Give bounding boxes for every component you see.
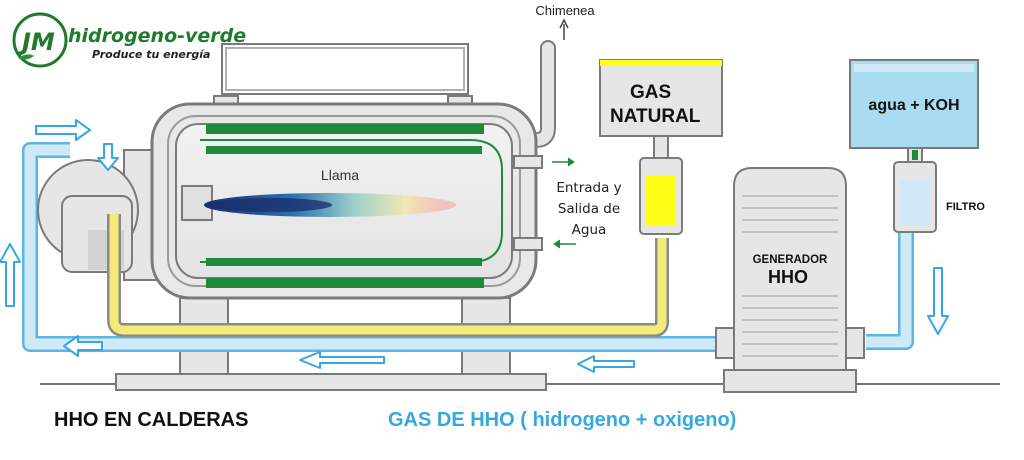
logo: JM hidrogeno-verde Produce tu energía — [12, 12, 246, 68]
gas-tank-label-line1: GAS — [630, 82, 671, 103]
caption-left: HHO EN CALDERAS — [54, 409, 248, 431]
chimney-label: Chimenea — [535, 3, 595, 18]
natural-gas-tank: GAS NATURAL — [599, 59, 723, 235]
water-label-line3: Agua — [572, 222, 607, 238]
generator-label-line2: HHO — [768, 267, 808, 287]
caption-right: GAS DE HHO ( hidrogeno + oxigeno) — [388, 409, 736, 431]
burner-housing — [37, 149, 161, 281]
filter-label: FILTRO — [946, 201, 985, 213]
water-koh-tank: agua + KOH FILTRO — [849, 59, 985, 233]
hho-pipe — [22, 142, 914, 352]
arrow-right-icon — [35, 119, 91, 141]
arrow-down-icon — [927, 267, 949, 335]
arrow-left-icon — [299, 351, 385, 369]
flame-label: Llama — [321, 167, 359, 183]
leaf-icon — [18, 54, 34, 60]
logo-brand: hidrogeno-verde — [68, 25, 246, 47]
logo-circle — [12, 12, 68, 68]
water-koh-label: agua + KOH — [868, 97, 959, 114]
arrow-left-icon — [63, 335, 103, 357]
arrow-down-icon — [97, 143, 119, 171]
gas-pipe — [107, 214, 669, 337]
hho-generator: GENERADOR HHO — [715, 167, 865, 393]
logo-initials: JM — [18, 28, 55, 56]
boiler-top-frame — [213, 43, 473, 107]
gas-tank-label-line2: NATURAL — [610, 106, 701, 127]
water-ports: Entrada y Salida de Agua — [513, 155, 622, 251]
arrow-left-icon — [577, 355, 635, 373]
water-label-line2: Salida de — [558, 201, 620, 217]
tube-bundle-bottom — [206, 258, 482, 266]
tube-bundle-top — [206, 124, 484, 134]
generator-label-line1: GENERADOR — [753, 254, 828, 266]
flame: Llama — [204, 167, 456, 217]
water-label-line1: Entrada y — [556, 180, 621, 196]
flow-arrows — [0, 119, 949, 373]
logo-tagline: Produce tu energía — [92, 48, 210, 61]
arrow-up-icon — [0, 243, 21, 307]
